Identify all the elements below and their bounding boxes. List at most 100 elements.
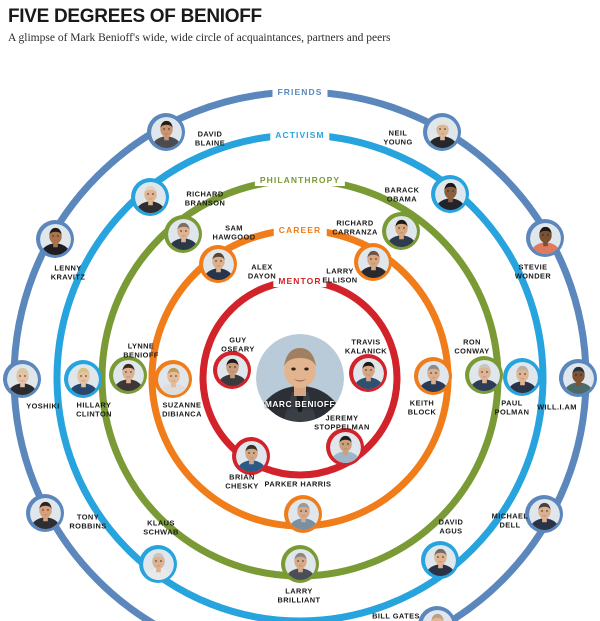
person-label: ALEX DAYON xyxy=(247,262,277,280)
person-avatar xyxy=(216,354,248,386)
portrait xyxy=(167,218,199,250)
person-avatar xyxy=(284,548,316,580)
portrait xyxy=(157,363,189,395)
person-node[interactable] xyxy=(64,360,102,398)
person-avatar xyxy=(150,116,182,148)
person-node-ring xyxy=(559,359,597,397)
portrait xyxy=(134,181,166,213)
person-avatar xyxy=(235,440,267,472)
portrait xyxy=(385,215,417,247)
person-node[interactable] xyxy=(423,113,461,151)
person-avatar xyxy=(506,361,538,393)
person-node[interactable] xyxy=(503,358,541,396)
person-node-ring xyxy=(525,495,563,533)
person-avatar xyxy=(167,218,199,250)
person-avatar xyxy=(424,544,456,576)
person-label: BARACK OBAMA xyxy=(384,185,420,203)
person-node[interactable] xyxy=(3,360,41,398)
person-node-ring xyxy=(154,360,192,398)
person-label: BRIAN CHESKY xyxy=(225,472,259,490)
person-node-ring xyxy=(414,357,452,395)
person-node-ring xyxy=(147,113,185,151)
person-node[interactable] xyxy=(284,495,322,533)
person-node[interactable] xyxy=(414,357,452,395)
person-label: RON CONWAY xyxy=(454,337,490,355)
person-node[interactable] xyxy=(421,541,459,579)
person-node[interactable] xyxy=(354,243,392,281)
person-label: KLAUS SCHWAB xyxy=(143,518,179,536)
person-label: TONY ROBBINS xyxy=(69,512,107,530)
person-node[interactable] xyxy=(281,545,319,583)
center-avatar xyxy=(256,334,344,422)
person-label: BILL GATES xyxy=(372,611,420,621)
person-node-ring xyxy=(421,541,459,579)
person-avatar xyxy=(142,548,174,580)
person-avatar xyxy=(528,498,560,530)
person-label: GUY OSEARY xyxy=(221,335,255,353)
portrait xyxy=(29,497,61,529)
person-node-ring xyxy=(465,356,503,394)
person-node[interactable] xyxy=(326,428,364,466)
person-avatar xyxy=(529,222,561,254)
person-node[interactable] xyxy=(154,360,192,398)
person-label: YOSHIKI xyxy=(26,401,60,411)
person-node[interactable] xyxy=(109,356,147,394)
person-node-ring xyxy=(131,178,169,216)
person-node[interactable] xyxy=(349,354,387,392)
person-node[interactable] xyxy=(164,215,202,253)
person-node[interactable] xyxy=(431,175,469,213)
person-node-ring xyxy=(526,219,564,257)
person-label: SAM HAWGOOD xyxy=(212,223,256,241)
person-label: SUZANNE DIBIANCA xyxy=(162,400,202,418)
person-node[interactable] xyxy=(199,245,237,283)
person-avatar xyxy=(202,248,234,280)
person-label: LENNY KRAVITZ xyxy=(50,263,86,281)
portrait xyxy=(468,359,500,391)
portrait xyxy=(150,116,182,148)
person-avatar xyxy=(287,498,319,530)
portrait xyxy=(112,359,144,391)
person-node[interactable] xyxy=(382,212,420,250)
portrait xyxy=(216,354,248,386)
person-label: LARRY ELLISON xyxy=(322,266,358,284)
center-node-label: MARC BENIOFF xyxy=(264,399,336,409)
person-label: WILL.I.AM xyxy=(537,402,577,412)
person-node[interactable] xyxy=(131,178,169,216)
person-node-ring xyxy=(349,354,387,392)
person-node[interactable] xyxy=(26,494,64,532)
portrait xyxy=(528,498,560,530)
portrait xyxy=(434,178,466,210)
person-node[interactable] xyxy=(418,606,456,621)
person-label: TRAVIS KALANICK xyxy=(344,337,388,355)
person-node-ring xyxy=(36,220,74,258)
portrait xyxy=(202,248,234,280)
marc-benioff-portrait xyxy=(256,334,344,422)
person-node[interactable] xyxy=(139,545,177,583)
person-label: DAVID AGUS xyxy=(438,517,464,535)
person-node[interactable] xyxy=(526,219,564,257)
person-node[interactable] xyxy=(213,351,251,389)
center-node-marc-benioff[interactable]: MARC BENIOFF xyxy=(256,334,344,422)
person-node-ring xyxy=(281,545,319,583)
person-label: KEITH BLOCK xyxy=(407,398,437,416)
person-node[interactable] xyxy=(36,220,74,258)
person-node-ring xyxy=(109,356,147,394)
portrait xyxy=(287,498,319,530)
person-avatar xyxy=(352,357,384,389)
person-node[interactable] xyxy=(147,113,185,151)
person-node[interactable] xyxy=(465,356,503,394)
person-label: MICHAEL DELL xyxy=(491,511,529,529)
person-avatar xyxy=(67,363,99,395)
person-label: DAVID BLAINE xyxy=(194,129,226,147)
person-node-ring xyxy=(284,495,322,533)
person-node-ring xyxy=(139,545,177,583)
person-avatar xyxy=(6,363,38,395)
ring-label-career: CAREER xyxy=(273,224,327,236)
person-label: NEIL YOUNG xyxy=(383,128,413,146)
person-node-ring xyxy=(164,215,202,253)
person-node[interactable] xyxy=(232,437,270,475)
person-node[interactable] xyxy=(525,495,563,533)
person-label: PAUL POLMAN xyxy=(494,398,530,416)
person-node[interactable] xyxy=(559,359,597,397)
